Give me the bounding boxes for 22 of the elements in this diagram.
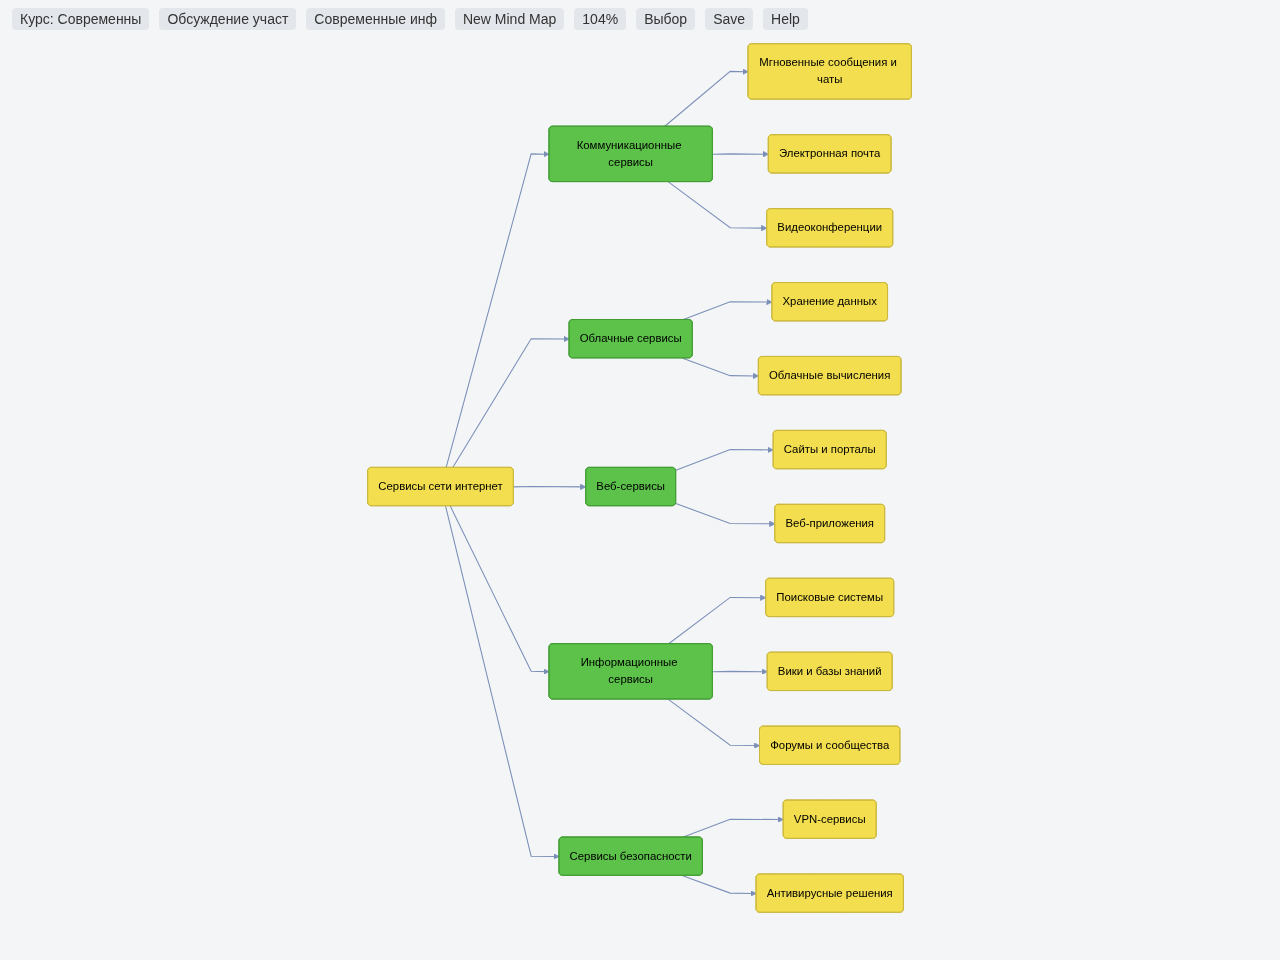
arrow — [682, 875, 758, 897]
ui-label: Обсуждение участ — [159, 8, 297, 30]
arrow — [682, 357, 760, 380]
arrow — [712, 668, 769, 675]
arrow — [675, 503, 776, 527]
arrow — [668, 594, 767, 645]
ui-label: Курс: Современны — [12, 8, 150, 30]
arrow — [664, 68, 750, 128]
ui-label: Help — [763, 8, 808, 30]
arrow — [446, 151, 551, 469]
ui-label: Save — [705, 8, 754, 30]
ui-label: New Mind Map — [454, 8, 565, 30]
ui-label: Выбор — [636, 8, 696, 30]
arrow — [712, 151, 770, 158]
arrow — [513, 483, 587, 490]
arrow — [445, 505, 560, 860]
arrow — [668, 181, 768, 232]
arrow — [668, 698, 761, 749]
ui-label: Современные инф — [306, 8, 445, 30]
ui-label: 104% — [574, 8, 627, 30]
arrow — [450, 505, 551, 675]
arrow — [675, 446, 775, 471]
